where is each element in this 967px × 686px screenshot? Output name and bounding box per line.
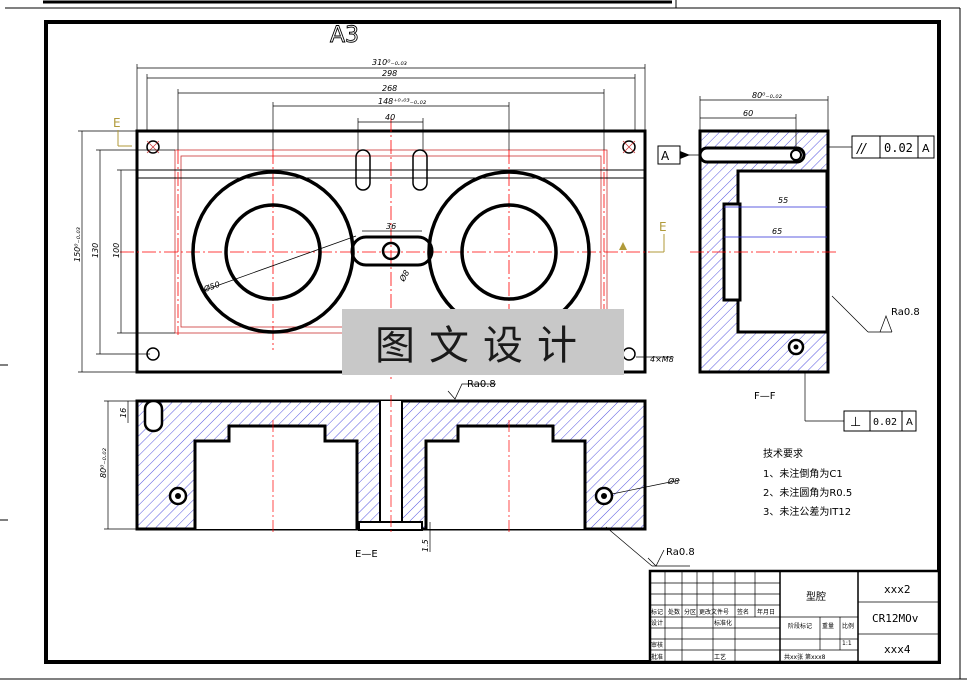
tb-label-approve: 批准 bbox=[651, 653, 663, 661]
datum-label: A bbox=[661, 149, 670, 163]
roughness-top: Ra0.8 bbox=[467, 379, 496, 390]
tb-label-mark: 标记 bbox=[651, 608, 663, 616]
tb-label-count: 处数 bbox=[668, 608, 680, 616]
tb-label-process: 工艺 bbox=[714, 653, 726, 661]
watermark-text: 图文设计 bbox=[375, 323, 591, 369]
dim-section-80: 80⁰₋₀.₀₂ bbox=[99, 447, 108, 478]
roughness-bottom: Ra0.8 bbox=[666, 547, 695, 558]
section-dimension-lines bbox=[104, 383, 690, 567]
dim-side-65: 65 bbox=[772, 227, 782, 236]
watermark-banner: 图文设计 bbox=[342, 309, 624, 375]
dim-holes-m8: 4×M8 bbox=[650, 355, 674, 364]
dim-width-310: 310⁰₋₀.₀₃ bbox=[372, 58, 407, 67]
parallel-datum: A bbox=[922, 142, 930, 155]
tb-label-sign: 签名 bbox=[737, 608, 749, 616]
title-block-labels: 标记 处数 分区 更改文件号 签名 年月日 设计 标准化 审核 工艺 批准 阶段… bbox=[651, 608, 854, 661]
tech-requirement-1: 1、未注倒角为C1 bbox=[763, 467, 843, 480]
section-marker-side: E bbox=[659, 220, 667, 234]
dim-section-1-5: 1.5 bbox=[421, 539, 430, 552]
parallel-value: 0.02 bbox=[884, 141, 913, 155]
side-view bbox=[690, 129, 836, 374]
perpendicular-datum: A bbox=[906, 417, 913, 428]
section-ee-view bbox=[135, 395, 647, 535]
section-marker-top: E bbox=[113, 116, 121, 130]
parallel-tolerance-frame: // 0.02 A bbox=[851, 135, 935, 159]
tb-label-standard: 标准化 bbox=[714, 619, 732, 627]
dim-height-150: 150⁰₋₀.₀₃ bbox=[73, 227, 82, 262]
dim-width-36: 36 bbox=[386, 222, 396, 231]
section-ff-label: F—F bbox=[754, 391, 776, 402]
dim-height-130: 130 bbox=[91, 243, 100, 258]
roughness-side: Ra0.8 bbox=[891, 307, 920, 318]
dim-width-268: 268 bbox=[382, 84, 397, 93]
tb-company: xxx4 bbox=[884, 643, 911, 656]
tech-requirements-title: 技术要求 bbox=[763, 447, 803, 460]
tb-label-review: 审核 bbox=[651, 641, 663, 649]
perpendicular-symbol: ⊥ bbox=[850, 415, 861, 430]
section-marker-lines bbox=[117, 130, 665, 253]
perpendicular-value: 0.02 bbox=[873, 417, 897, 428]
dim-width-40: 40 bbox=[385, 113, 395, 122]
tb-label-stage: 阶段标记 bbox=[788, 622, 812, 630]
dim-side-55: 55 bbox=[778, 196, 788, 205]
tb-label-weight: 重量 bbox=[822, 622, 834, 630]
tb-scale-value: 1:1 bbox=[842, 640, 852, 647]
dim-width-148: 148⁺⁰·⁰³₋₀.₀₂ bbox=[378, 97, 427, 106]
tech-requirement-3: 3、未注公差为IT12 bbox=[763, 505, 851, 518]
tb-label-design: 设计 bbox=[651, 619, 663, 627]
dim-side-60: 60 bbox=[743, 109, 753, 118]
tech-requirements: 技术要求 1、未注倒角为C1 2、未注圆角为R0.5 3、未注公差为IT12 bbox=[763, 447, 852, 518]
section-arrow-icon bbox=[619, 242, 627, 250]
plan-dimension-lines bbox=[78, 64, 672, 373]
perpendicular-tolerance-frame: ⊥ 0.02 A bbox=[843, 410, 917, 432]
dim-section-16: 16 bbox=[119, 408, 128, 418]
section-ee-label: E—E bbox=[355, 549, 378, 560]
dim-width-298: 298 bbox=[382, 69, 397, 78]
tb-label-zone: 分区 bbox=[684, 608, 696, 616]
tb-drawing-no: xxx2 bbox=[884, 583, 911, 596]
dim-side-80: 80⁰₋₀.₀₂ bbox=[752, 91, 783, 100]
tb-label-date: 年月日 bbox=[757, 608, 775, 616]
title-block bbox=[648, 569, 941, 664]
tb-sheets: 共xx张 第xxx8 bbox=[784, 653, 826, 661]
datum-arrow-icon bbox=[680, 151, 690, 159]
side-dimension-lines bbox=[681, 96, 893, 422]
tb-material: CR12MOv bbox=[872, 612, 919, 625]
parallel-symbol: // bbox=[856, 142, 867, 157]
tb-label-scale: 比例 bbox=[842, 622, 854, 630]
tech-requirement-2: 2、未注圆角为R0.5 bbox=[763, 486, 852, 499]
dim-height-100: 100 bbox=[112, 243, 121, 258]
sheet-size-label: A3 bbox=[330, 23, 359, 48]
dim-section-dia8: Ø8 bbox=[667, 476, 679, 486]
tb-part-name: 型腔 bbox=[806, 590, 826, 603]
tb-label-change-doc: 更改文件号 bbox=[699, 608, 729, 616]
